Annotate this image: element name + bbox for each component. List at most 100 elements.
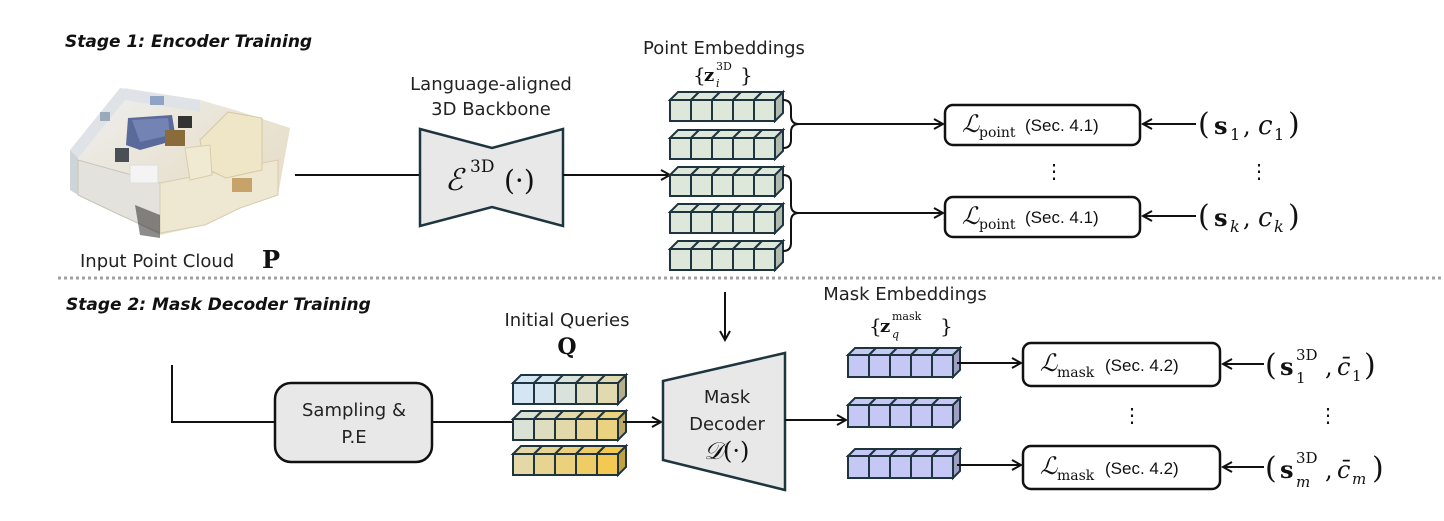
embedding-cell (866, 347, 900, 378)
svg-text:ℒ: ℒ (1040, 452, 1058, 480)
point-embeddings-set-notation: { z 3D i } (693, 60, 753, 90)
embedding-cell (751, 201, 786, 236)
svg-text:mask: mask (1057, 365, 1095, 381)
point-embedding-row (667, 127, 786, 162)
svg-text:c: c (1258, 111, 1273, 141)
encoder-superscript: 3D (470, 157, 494, 177)
embedding-cell (594, 408, 629, 443)
svg-text:(: ( (1265, 348, 1277, 383)
embedding-cell (751, 238, 786, 273)
embedding-cell (594, 372, 629, 407)
mask-decoder-block (661, 351, 787, 492)
svg-text:q: q (892, 328, 899, 341)
svg-text:3D: 3D (1296, 449, 1318, 467)
initial-query-row (510, 443, 629, 478)
mask-embeddings-title: Mask Embeddings (823, 284, 987, 305)
embedding-cell (929, 345, 963, 380)
point-embedding-rows (667, 89, 786, 273)
svg-text:(: ( (1198, 199, 1210, 234)
input-point-cloud-image (70, 88, 290, 238)
svg-text:s: s (1214, 203, 1228, 232)
svg-text:ℒ: ℒ (962, 202, 980, 230)
svg-text:1: 1 (1274, 125, 1284, 144)
svg-text:,: , (1243, 112, 1251, 140)
svg-text:P.E: P.E (341, 427, 366, 448)
svg-text:i: i (716, 77, 720, 90)
mask-embedding-rows (845, 345, 963, 481)
encoder-symbol: ℰ (445, 163, 466, 198)
mask-loss-box-2: ℒ mask (Sec. 4.2) (1021, 444, 1222, 491)
svg-text:ℒ: ℒ (1040, 349, 1058, 377)
svg-text:(: ( (1198, 107, 1210, 142)
svg-text:(Sec. 4.1): (Sec. 4.1) (1025, 116, 1099, 135)
stage2-title: Stage 2: Mask Decoder Training (66, 295, 371, 315)
mask-target-m: ( s 3D m , c̄ m ) (1265, 449, 1384, 491)
svg-text:1: 1 (1296, 369, 1306, 387)
svg-text:m: m (1352, 470, 1366, 488)
svg-text:c: c (1258, 203, 1273, 233)
svg-text:(Sec. 4.2): (Sec. 4.2) (1105, 356, 1179, 375)
embedding-cell (929, 395, 963, 430)
svg-text:(Sec. 4.2): (Sec. 4.2) (1105, 459, 1179, 478)
point-embedding-row (667, 201, 786, 236)
input-point-cloud-label: Input Point Cloud (80, 251, 234, 272)
svg-text:): ) (1288, 107, 1300, 142)
embedding-cell (751, 89, 786, 124)
decoder-argument: (·) (723, 437, 749, 465)
svg-text:1: 1 (1352, 367, 1362, 385)
embedding-cell (887, 347, 921, 378)
svg-text:): ) (1288, 199, 1300, 234)
embedding-cell (531, 445, 566, 476)
input-point-cloud-symbol: P (262, 245, 280, 274)
svg-text:{: { (693, 63, 706, 87)
embedding-cell (594, 443, 629, 478)
svg-text:{: { (869, 314, 882, 338)
point-embeddings-title: Point Embeddings (643, 38, 805, 59)
mask-target-ellipsis: ⋮ (1318, 403, 1338, 427)
point-embedding-row (667, 164, 786, 199)
svg-text:z: z (880, 316, 890, 337)
loss-ellipsis: ⋮ (1044, 159, 1064, 183)
backbone-caption-line1: Language-aligned (410, 74, 572, 95)
initial-query-row (510, 372, 629, 407)
encoder-block (418, 127, 565, 228)
embedding-cell (751, 164, 786, 199)
initial-query-rows (510, 372, 629, 478)
initial-query-row (510, 408, 629, 443)
svg-text:(Sec. 4.1): (Sec. 4.1) (1025, 208, 1099, 227)
point-target-k: ( s k , c k ) (1198, 199, 1300, 236)
svg-text:point: point (979, 217, 1016, 233)
svg-text:s: s (1214, 111, 1228, 140)
decoder-line1: Mask (704, 387, 751, 408)
svg-text:k: k (1274, 217, 1284, 236)
mask-loss-ellipsis: ⋮ (1122, 403, 1142, 427)
svg-text:}: } (740, 63, 753, 87)
mask-loss-box-1: ℒ mask (Sec. 4.2) (1021, 341, 1222, 388)
mask-embedding-row (845, 345, 963, 380)
svg-text:mask: mask (892, 310, 922, 323)
point-embedding-row (667, 238, 786, 273)
embedding-cell (730, 240, 765, 271)
svg-text:): ) (1372, 451, 1384, 486)
svg-text:Sampling &: Sampling & (302, 400, 406, 421)
point-target-1: ( s 1 , c 1 ) (1198, 107, 1300, 144)
svg-text:(: ( (1265, 451, 1277, 486)
backbone-caption-line2: 3D Backbone (431, 99, 551, 120)
initial-queries-symbol: Q (557, 334, 576, 360)
svg-text:c̄: c̄ (1337, 456, 1351, 484)
svg-text:z: z (704, 65, 714, 86)
point-embedding-row (667, 89, 786, 124)
svg-text:,: , (1325, 353, 1333, 381)
svg-text:mask: mask (1057, 468, 1095, 484)
svg-text:,: , (1325, 456, 1333, 484)
embedding-cell (730, 203, 765, 234)
svg-text:3D: 3D (716, 60, 732, 73)
mask-target-1: ( s 3D 1 , c̄ 1 ) (1265, 346, 1376, 387)
svg-text:m: m (1296, 473, 1310, 491)
svg-text:s: s (1280, 455, 1294, 484)
sampling-pe-block: Sampling & P.E (273, 381, 434, 464)
svg-text:c̄: c̄ (1337, 353, 1351, 381)
svg-text:}: } (940, 314, 953, 338)
brace-group-2 (782, 174, 800, 252)
